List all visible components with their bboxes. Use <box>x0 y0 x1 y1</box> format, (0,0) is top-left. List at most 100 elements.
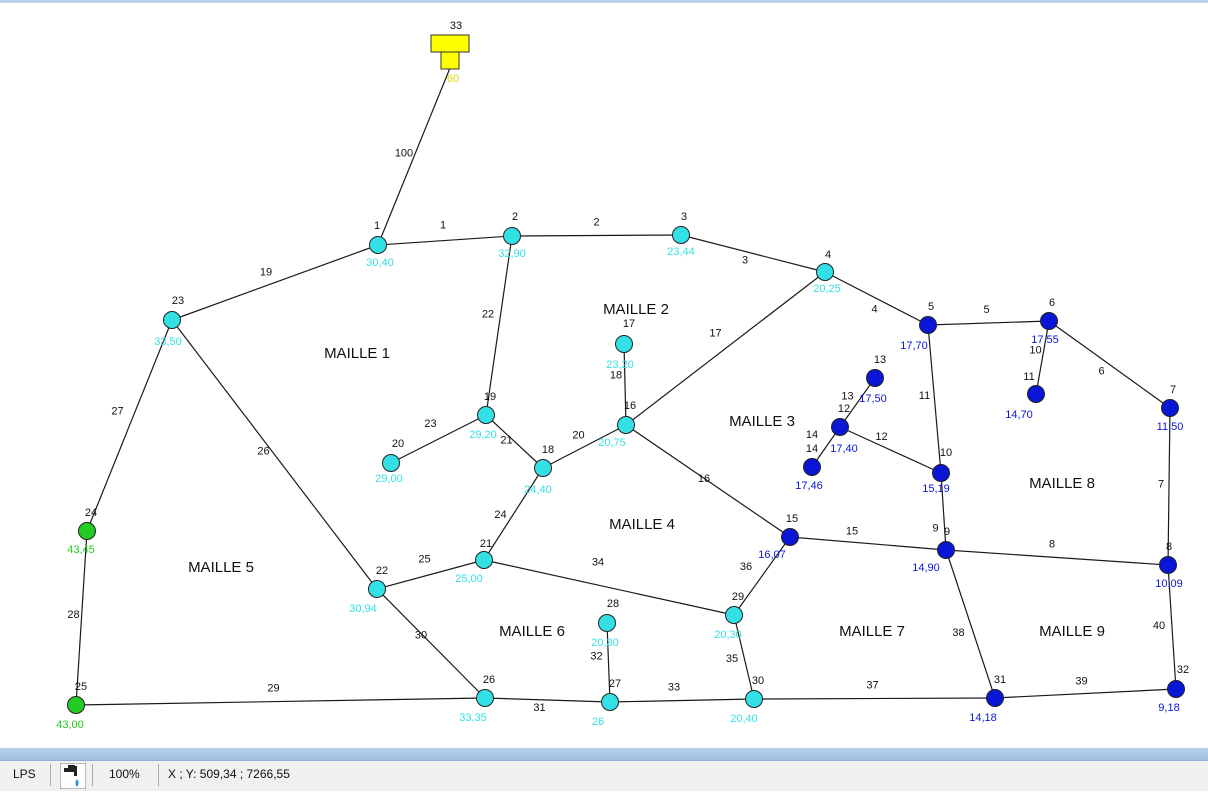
pipe-1[interactable] <box>377 235 513 246</box>
node-id-label: 24 <box>85 507 97 519</box>
node-value-label: 43,45 <box>67 544 95 556</box>
pipe-label: 33 <box>668 682 680 694</box>
node-id-label: 32 <box>1177 664 1189 676</box>
node-value-label: 30,40 <box>366 257 394 269</box>
pipe-10[interactable] <box>1035 320 1050 395</box>
junction-node-10[interactable] <box>932 464 950 482</box>
junction-node-4[interactable] <box>816 263 834 281</box>
pipe-26[interactable] <box>171 319 378 590</box>
pipe-37[interactable] <box>753 697 996 700</box>
pipe-6[interactable] <box>1048 320 1171 409</box>
pipe-13[interactable] <box>839 377 876 428</box>
junction-node-7[interactable] <box>1161 399 1179 417</box>
pipe-23[interactable] <box>390 414 487 464</box>
node-id-label: 27 <box>609 678 621 690</box>
node-id-label: 8 <box>1166 541 1172 553</box>
loop-label: MAILLE 6 <box>499 623 565 640</box>
junction-node-15[interactable] <box>781 528 799 546</box>
pipe-label: 32 <box>590 651 602 663</box>
pipe-30[interactable] <box>376 588 486 699</box>
junction-node-27[interactable] <box>601 693 619 711</box>
pipe-39[interactable] <box>994 688 1177 699</box>
pipe-21[interactable] <box>485 414 544 469</box>
pipe-100[interactable] <box>377 67 451 246</box>
junction-node-25[interactable] <box>67 696 85 714</box>
node-value-label: 33,50 <box>154 336 182 348</box>
junction-node-28[interactable] <box>598 614 616 632</box>
pipe-19[interactable] <box>171 244 379 321</box>
pipe-5[interactable] <box>927 320 1050 326</box>
node-id-label: 28 <box>607 598 619 610</box>
node-id-label: 31 <box>994 674 1006 686</box>
junction-node-9[interactable] <box>937 541 955 559</box>
junction-node-6[interactable] <box>1040 312 1058 330</box>
pipe-25[interactable] <box>376 559 485 590</box>
pipe-31[interactable] <box>484 697 611 703</box>
pipe-9[interactable] <box>940 472 947 551</box>
junction-node-24[interactable] <box>78 522 96 540</box>
pipe-28[interactable] <box>75 530 88 706</box>
status-bar: LPS 100% X ; Y: 509,34 ; 7266,55 <box>0 748 1208 791</box>
junction-node-12[interactable] <box>831 418 849 436</box>
loop-label: MAILLE 5 <box>188 559 254 576</box>
junction-node-19[interactable] <box>477 406 495 424</box>
junction-node-21[interactable] <box>475 551 493 569</box>
pipe-15[interactable] <box>789 536 947 551</box>
pipe-32[interactable] <box>606 622 611 703</box>
junction-node-1[interactable] <box>369 236 387 254</box>
pipe-label: 20 <box>572 430 584 442</box>
pipe-12[interactable] <box>839 426 942 474</box>
pipe-2[interactable] <box>511 234 682 237</box>
pipe-38[interactable] <box>945 549 996 699</box>
junction-node-30[interactable] <box>745 690 763 708</box>
junction-node-29[interactable] <box>725 606 743 624</box>
pipe-16[interactable] <box>625 424 791 538</box>
node-value-label: 26 <box>592 716 604 728</box>
junction-node-23[interactable] <box>163 311 181 329</box>
junction-node-5[interactable] <box>919 316 937 334</box>
pipe-33[interactable] <box>609 698 755 703</box>
pipe-29[interactable] <box>75 697 486 706</box>
pipe-4[interactable] <box>824 271 929 326</box>
node-value-label: 30,94 <box>349 603 377 615</box>
pipe-label: 12 <box>875 431 887 443</box>
junction-node-11[interactable] <box>1027 385 1045 403</box>
junction-node-3[interactable] <box>672 226 690 244</box>
pipe-17[interactable] <box>625 271 826 426</box>
pipe-24[interactable] <box>483 467 544 561</box>
pipe-35[interactable] <box>733 614 755 700</box>
node-value-label: 25,00 <box>455 573 483 585</box>
junction-node-13[interactable] <box>866 369 884 387</box>
junction-node-18[interactable] <box>534 459 552 477</box>
pipe-36[interactable] <box>733 536 791 616</box>
pipe-8[interactable] <box>945 549 1169 566</box>
zoom-level: 100% <box>109 767 140 781</box>
reservoir-icon[interactable] <box>430 34 470 53</box>
pipe-34[interactable] <box>483 559 735 616</box>
junction-node-20[interactable] <box>382 454 400 472</box>
junction-node-16[interactable] <box>617 416 635 434</box>
pipe-40[interactable] <box>1167 564 1177 690</box>
pipe-label: 22 <box>482 309 494 321</box>
junction-node-22[interactable] <box>368 580 386 598</box>
pipe-20[interactable] <box>542 424 627 469</box>
pipe-27[interactable] <box>86 319 173 532</box>
junction-node-17[interactable] <box>615 335 633 353</box>
junction-node-8[interactable] <box>1159 556 1177 574</box>
pipe-11[interactable] <box>927 324 942 474</box>
pipe-18[interactable] <box>623 343 627 426</box>
node-value-label: 20,30 <box>714 629 742 641</box>
pipe-22[interactable] <box>485 235 513 416</box>
node-value-label: 32,90 <box>498 248 526 260</box>
junction-node-26[interactable] <box>476 689 494 707</box>
node-id-label: 20 <box>392 438 404 450</box>
junction-node-2[interactable] <box>503 227 521 245</box>
junction-node-32[interactable] <box>1167 680 1185 698</box>
node-id-label: 1 <box>374 220 380 232</box>
junction-node-14[interactable] <box>803 458 821 476</box>
node-value-label: 20,75 <box>598 437 626 449</box>
junction-node-31[interactable] <box>986 689 1004 707</box>
pipe-7[interactable] <box>1167 407 1171 566</box>
pipe-3[interactable] <box>680 234 826 273</box>
